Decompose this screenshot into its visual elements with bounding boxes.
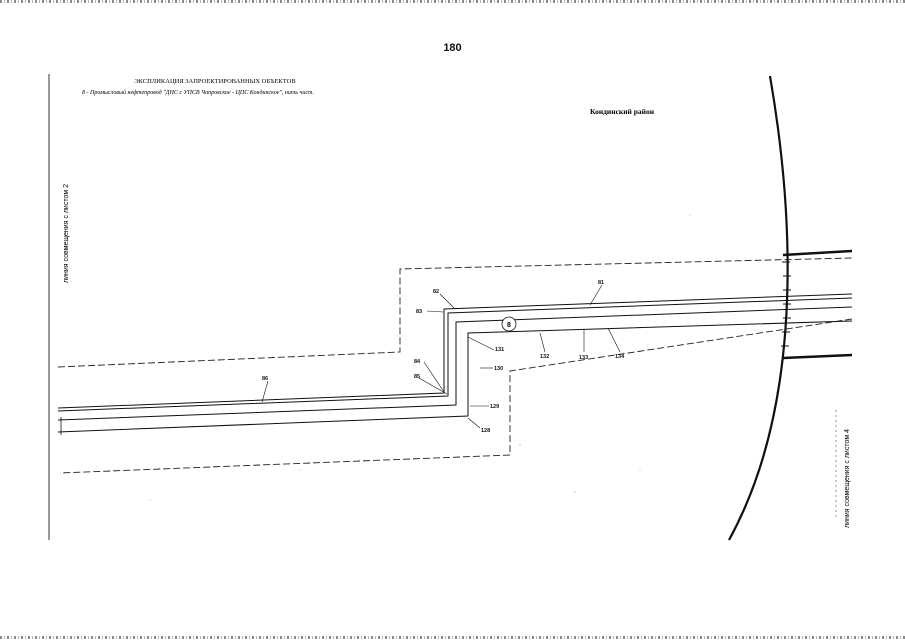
boundary-stub-lower	[782, 353, 853, 360]
pipeline-line-2	[57, 297, 853, 412]
boundary-stub-upper	[782, 249, 853, 257]
leader-lines	[261, 284, 621, 429]
pipeline-line-4	[57, 320, 853, 433]
region-label: Кондинский район	[590, 107, 655, 116]
point-label-86: 86	[262, 376, 268, 382]
match-line-left-label: линия совмещения с листом 2	[63, 184, 70, 283]
scan-edge-top	[0, 0, 905, 3]
point-label-128: 128	[481, 428, 490, 434]
scan-edge-bottom	[0, 636, 905, 639]
point-label-84: 84	[414, 359, 421, 365]
district-boundary-line	[728, 75, 789, 541]
point-label-129: 129	[490, 404, 499, 410]
boundary-ticks	[781, 261, 791, 347]
point-label-83: 83	[416, 309, 422, 315]
pipeline-line-3	[57, 306, 853, 421]
point-label-133: 133	[579, 355, 588, 361]
object-marker-8: 8	[501, 316, 517, 332]
point-label-132: 132	[540, 354, 549, 360]
point-label-81: 81	[598, 280, 604, 286]
page-number: 180	[443, 42, 462, 54]
allotment-boundary-upper	[57, 257, 853, 368]
point-label-85: 85	[414, 374, 420, 380]
match-line-right-label: линия совмещения с листом 4	[844, 429, 851, 528]
legend-title: ЭКСПЛИКАЦИЯ ЗАПРОЕКТИРОВАННЫХ ОБЪЕКТОВ	[134, 78, 296, 85]
point-label-131: 131	[495, 347, 504, 353]
object-marker-label: 8	[507, 322, 511, 329]
point-label-134: 134	[615, 354, 625, 360]
legend-item: 8 - Промысловый нефтепровод "ДНС с УПСВ …	[82, 89, 314, 96]
allotment-boundary-lower	[59, 318, 853, 474]
point-label-82: 82	[433, 289, 439, 295]
pipeline-line-1	[57, 293, 853, 409]
point-label-130: 130	[494, 366, 503, 372]
scan-specks	[149, 214, 691, 501]
